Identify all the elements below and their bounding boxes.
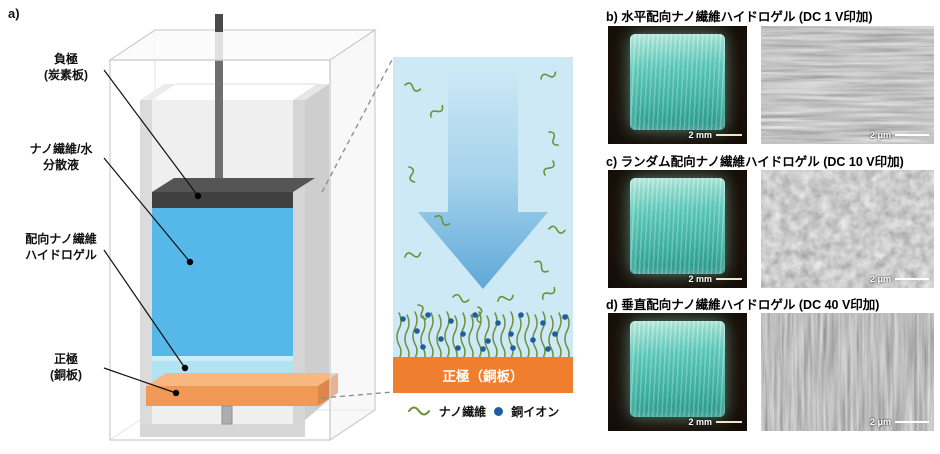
- annotation-dispersion: ナノ繊維/水 分散液: [29, 142, 93, 172]
- sem-image-c: 2 μm: [761, 170, 934, 288]
- zoom-dashed-lines: [321, 57, 394, 399]
- panel-a-label: a): [8, 6, 20, 21]
- panel-d-title: d) 垂直配向ナノ繊維ハイドロゲル (DC 40 V印加): [606, 298, 880, 312]
- nanofiber-squiggle-icon: [407, 406, 430, 416]
- outer-box: [107, 28, 378, 442]
- scale-bar: [716, 277, 742, 281]
- electrodeposition-cell-schematic: [103, 14, 394, 442]
- scale-bar: [895, 133, 929, 137]
- scale-bar: [716, 133, 742, 137]
- sem-scale-d: 2 μm: [870, 417, 929, 427]
- hydrogel-cube-b: [630, 34, 725, 130]
- hydrogel-cube-c: [630, 178, 725, 274]
- sem-image-d: 2 μm: [761, 313, 934, 431]
- sem-scale-b: 2 μm: [870, 130, 929, 140]
- panel-b-label: b): [606, 10, 618, 24]
- sem-scale-c: 2 μm: [870, 274, 929, 284]
- scale-bar: [716, 420, 742, 424]
- legend-nanofiber-label: ナノ繊維: [438, 404, 487, 419]
- legend-copper-ion-label: 銅イオン: [511, 404, 560, 419]
- hydrogel-photo-c: 2 mm: [608, 170, 747, 288]
- panel-c-label: c): [606, 155, 618, 169]
- hydrogel-cube-d: [630, 321, 725, 417]
- hydrogel-photo-b: 2 mm: [608, 26, 747, 144]
- photo-scale-b: 2 mm: [688, 130, 742, 140]
- sem-texture-vertical: [761, 313, 934, 431]
- mechanism-inset: 正極（銅板）: [393, 57, 573, 393]
- photo-scale-d: 2 mm: [688, 417, 742, 427]
- scale-bar: [895, 277, 929, 281]
- electrode-rod-top: [215, 14, 223, 32]
- scale-bar: [895, 420, 929, 424]
- photo-scale-c: 2 mm: [688, 274, 742, 284]
- inset-copper-electrode-bar: 正極（銅板）: [393, 357, 573, 393]
- dispersion-liquid: [152, 208, 293, 356]
- copper-ion-icon: [494, 406, 504, 416]
- panel-c-title: c) ランダム配向ナノ繊維ハイドロゲル (DC 10 V印加): [606, 155, 904, 169]
- leader-lines: [103, 69, 202, 397]
- sem-texture-random: [761, 170, 934, 288]
- annotation-positive-electrode: 正極 (銅板): [50, 352, 82, 382]
- copper-ions: [400, 312, 568, 352]
- sem-image-b: 2 μm: [761, 26, 934, 144]
- results-column: b) 水平配向ナノ繊維ハイドロゲル (DC 1 V印加) 2 mm 2 μm c…: [600, 0, 940, 454]
- inset-legend: ナノ繊維 銅イオン: [393, 401, 573, 421]
- hydrogel-photo-d: 2 mm: [608, 313, 747, 431]
- inset-copper-electrode-label: 正極（銅板）: [442, 369, 524, 384]
- mechanism-inset-art: [396, 65, 570, 357]
- panel-b-title: b) 水平配向ナノ繊維ハイドロゲル (DC 1 V印加): [606, 10, 873, 24]
- electric-field-arrow: [418, 65, 548, 289]
- annotation-aligned-hydrogel: 配向ナノ繊維 ハイドロゲル: [25, 232, 97, 262]
- annotation-negative-electrode: 負極 (炭素板): [44, 52, 88, 82]
- sem-texture-horizontal: [761, 26, 934, 144]
- panel-d-label: d): [606, 298, 618, 312]
